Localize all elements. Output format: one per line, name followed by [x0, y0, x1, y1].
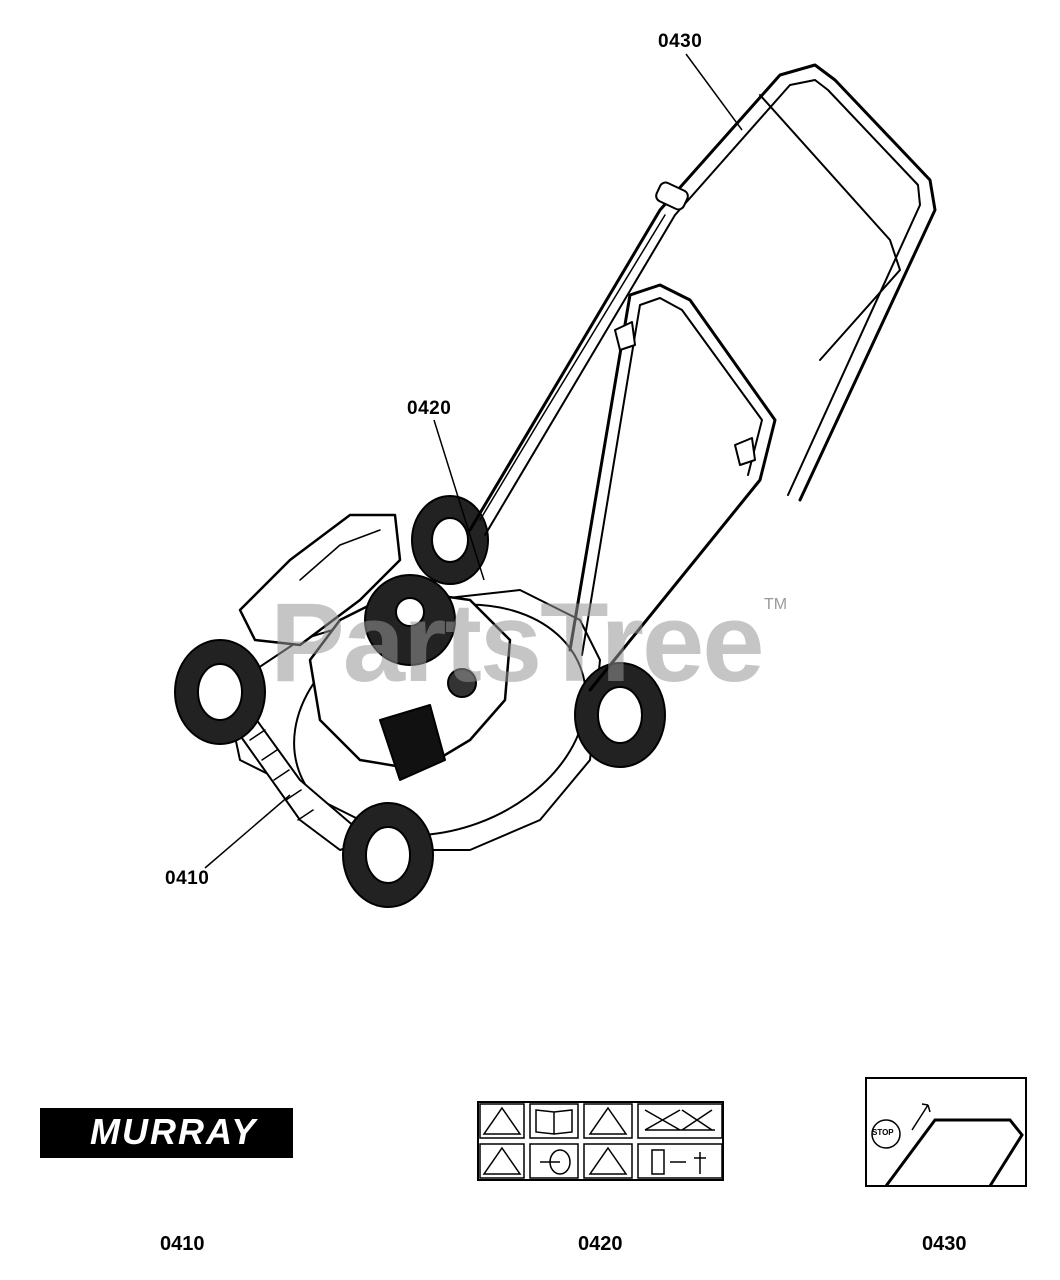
bail-handle-icon [884, 1118, 1024, 1187]
leader-0420 [433, 419, 485, 581]
wheel-front-left [174, 639, 266, 745]
leader-0410 [204, 794, 291, 869]
bail-bar [759, 94, 901, 361]
oil-cap [447, 668, 477, 698]
murray-logo-decal: MURRAY [40, 1108, 293, 1158]
throttle-control [655, 181, 689, 211]
wheel-rear-left [411, 495, 489, 585]
callout-0420: 0420 [407, 398, 452, 419]
control-cable [479, 214, 666, 521]
wheel-rear-right [574, 662, 666, 768]
handle-upper-left-inner [484, 79, 921, 536]
grass-bag-inner [299, 529, 381, 581]
blade-hazard-icon [482, 1146, 522, 1175]
hazard-icon-1 [588, 1106, 628, 1135]
stop-icon [871, 1119, 901, 1149]
decal-label-0410: 0410 [160, 1233, 205, 1255]
handle-lower [568, 283, 777, 692]
stop-label: STOP [872, 1128, 894, 1137]
leader-lines [204, 53, 743, 869]
no-slope-icon [644, 1109, 715, 1131]
handle-knob-left [614, 321, 636, 351]
handle-decal [865, 1077, 1027, 1187]
arrow-icon [911, 1103, 931, 1131]
handle-lower-inner [581, 297, 763, 656]
decal-label-0420: 0420 [578, 1233, 623, 1255]
flywheel-center [395, 597, 425, 627]
manual-book-icon [535, 1109, 573, 1135]
decal-label-0430: 0430 [922, 1233, 967, 1255]
thrown-object-icon [540, 1149, 571, 1175]
deck-ribs [249, 729, 314, 821]
air-filter [379, 704, 446, 781]
murray-logo-text: MURRAY [90, 1111, 258, 1152]
trademark-symbol: TM [764, 596, 788, 613]
keep-distance-icon [651, 1149, 706, 1175]
leader-0430 [685, 53, 743, 131]
lawn-mower-illustration [174, 63, 937, 908]
safety-decal [477, 1101, 724, 1181]
grass-bag [238, 513, 402, 647]
watermark: PartsTree [270, 580, 765, 705]
callout-0410: 0410 [165, 868, 210, 889]
hazard-icon-2 [588, 1146, 628, 1175]
handle-upper-left [468, 63, 937, 532]
wheel-front-right [342, 802, 434, 908]
handle-knob-right [734, 437, 756, 466]
callout-0430: 0430 [658, 31, 703, 52]
warning-icon [482, 1106, 522, 1135]
